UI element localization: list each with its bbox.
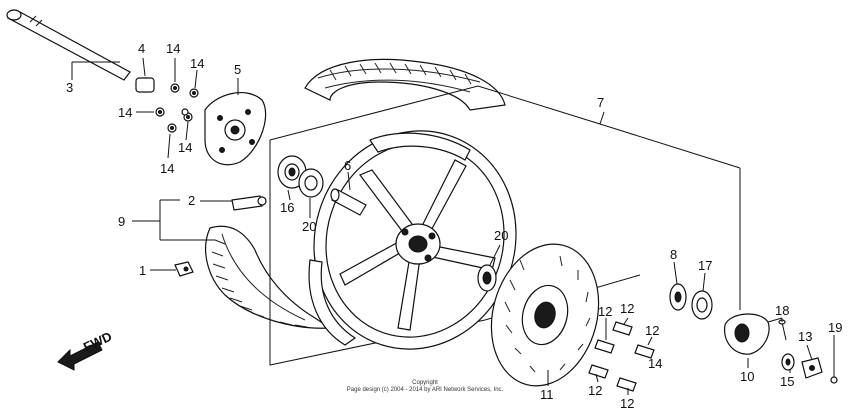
callout-labels: 4 14 14 3 5 14 14 14 7 6 2 9 16 20 20 1 … (66, 41, 842, 411)
callout-3: 3 (66, 80, 73, 95)
cable-fitting-13 (801, 357, 823, 379)
dust-seal-20-left (298, 168, 324, 198)
valve-stem (231, 195, 267, 211)
callout-15: 15 (780, 374, 794, 389)
callout-12c: 12 (645, 323, 659, 338)
callout-20b: 20 (494, 228, 508, 243)
callout-12e: 12 (620, 396, 634, 411)
hub-plate (204, 91, 267, 166)
callout-13: 13 (798, 329, 812, 344)
wheel-rim (308, 130, 517, 350)
callout-12a: 12 (598, 304, 612, 319)
callout-19: 19 (828, 320, 842, 335)
dust-seal-20-right (477, 264, 497, 292)
callout-14b: 14 (190, 56, 204, 71)
bearing-8 (669, 283, 687, 311)
callout-5: 5 (234, 62, 241, 77)
axle (6, 9, 131, 81)
callout-18: 18 (775, 303, 789, 318)
callout-16: 16 (280, 200, 294, 215)
callout-12b: 12 (620, 301, 634, 316)
callout-10: 10 (740, 369, 754, 384)
nuts-14 (155, 83, 199, 133)
callout-2: 2 (188, 193, 195, 208)
callout-9: 9 (118, 214, 125, 229)
callout-6: 6 (344, 158, 351, 173)
copyright-line1: Copyright (412, 380, 438, 386)
washer-15 (781, 353, 795, 371)
callout-14e: 14 (160, 161, 174, 176)
speedometer-gearbox (723, 313, 783, 355)
brake-disc (490, 243, 600, 387)
copyright-notice: Copyright Page design (c) 2004 - 2014 by… (0, 380, 850, 394)
axle-collar (135, 77, 155, 93)
leader-lines (71, 57, 835, 395)
callout-14d: 14 (178, 140, 192, 155)
callout-7: 7 (597, 95, 604, 110)
fwd-arrow: FWD (57, 329, 114, 371)
screw-18 (778, 319, 787, 341)
callout-11: 11 (540, 387, 554, 402)
oil-seal-17 (691, 290, 713, 320)
callout-4: 4 (138, 41, 145, 56)
distance-collar-6 (330, 188, 367, 216)
valve-cap (174, 261, 194, 277)
pin-19 (830, 342, 838, 384)
tire-lower (205, 225, 332, 329)
callout-17: 17 (698, 258, 712, 273)
copyright-line2: Page design (c) 2004 - 2014 by ARI Netwo… (346, 387, 504, 393)
tire-upper (304, 58, 506, 111)
callout-14a: 14 (166, 41, 180, 56)
callout-12d: 12 (588, 383, 602, 398)
disc-bolts-12 (588, 321, 655, 392)
callout-8: 8 (670, 247, 677, 262)
callout-1: 1 (139, 263, 146, 278)
callout-20a: 20 (302, 219, 316, 234)
callout-14c: 14 (118, 105, 132, 120)
callout-14f: 14 (648, 356, 662, 371)
